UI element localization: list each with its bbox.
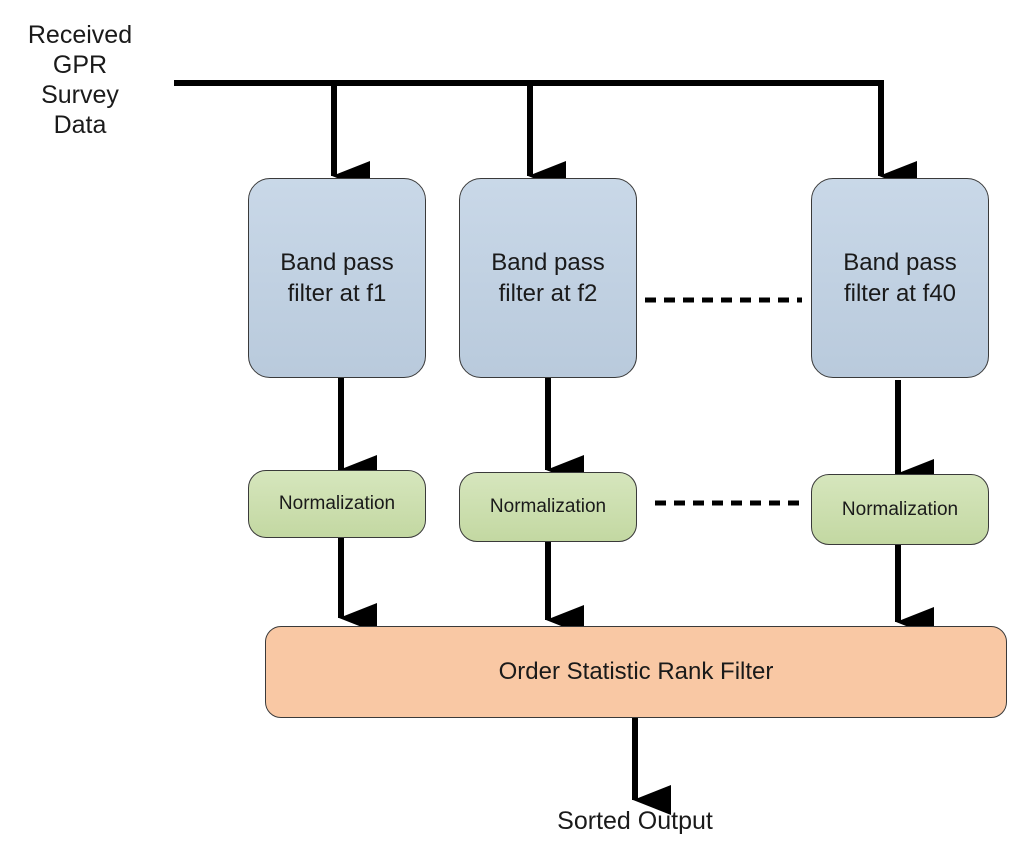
normalization-1: Normalization xyxy=(248,470,426,538)
bandpass-filter-f40: Band pass filter at f40 xyxy=(811,178,989,378)
bandpass-filter-f2: Band pass filter at f2 xyxy=(459,178,637,378)
normalization-1-label: Normalization xyxy=(278,493,396,514)
rank-filter: Order Statistic Rank Filter xyxy=(265,626,1007,718)
rank-filter-label: Order Statistic Rank Filter xyxy=(498,658,774,685)
bandpass-filter-f1: Band pass filter at f1 xyxy=(248,178,426,378)
normalization-2: Normalization xyxy=(459,472,637,542)
bandpass-filter-f1-label: Band pass filter at f1 xyxy=(280,249,394,307)
output-label: Sorted Output xyxy=(557,807,713,835)
normalization-2-label: Normalization xyxy=(489,496,607,517)
normalization-40: Normalization xyxy=(811,474,989,545)
input-label: Received GPR Survey Data xyxy=(27,21,133,139)
bandpass-filter-f40-label: Band pass filter at f40 xyxy=(843,249,957,307)
normalization-40-label: Normalization xyxy=(841,498,959,520)
bandpass-filter-f2-label: Band pass filter at f2 xyxy=(491,249,605,307)
